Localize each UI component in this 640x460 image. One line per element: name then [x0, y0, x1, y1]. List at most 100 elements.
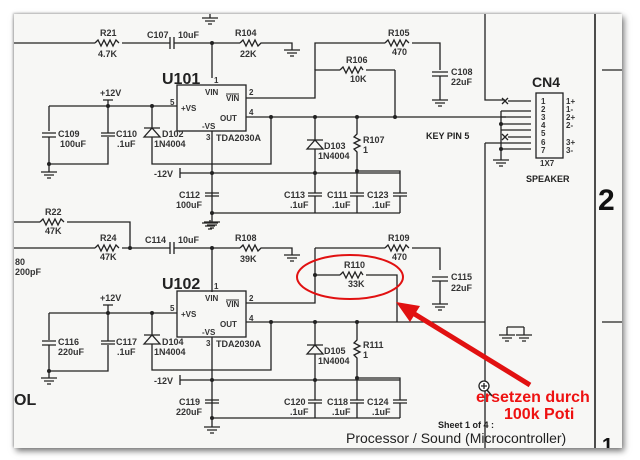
cn4-ref: CN4 [532, 74, 560, 90]
r24-label: R24 [100, 233, 117, 243]
u101-pin-out: OUT [220, 114, 237, 123]
d104-label: D104 [162, 337, 184, 347]
cn4-name: SPEAKER [526, 174, 570, 184]
c112-label: C112 [179, 190, 200, 200]
left-cap-fragment-label: 80 [15, 257, 25, 267]
annotation-line1: ersetzen durch [476, 389, 590, 406]
cn4-signal-3: 2+ [566, 113, 575, 122]
u101-supply-neg: -12V [154, 169, 173, 179]
r107-value: 1 [363, 145, 368, 155]
r106-label: R106 [346, 55, 368, 65]
cn4-pin-3: 3 [541, 113, 546, 122]
d105-value: 1N4004 [318, 356, 350, 366]
c120-value: .1uF [290, 407, 309, 417]
r109-label: R109 [388, 233, 410, 243]
cn4-pin-7: 7 [541, 146, 546, 155]
c114-label: C114 [145, 235, 166, 245]
annotation-arrow-shaft [406, 307, 532, 388]
c110-label: C110 [116, 129, 137, 139]
r105-label: R105 [388, 28, 410, 38]
u101-pin-1: 1 [214, 76, 219, 85]
c107-value: 10uF [178, 30, 200, 40]
r107-label: R107 [363, 135, 385, 145]
c115-value: 22uF [451, 283, 473, 293]
c119-value: 220uF [176, 407, 203, 417]
r108-label: R108 [235, 233, 257, 243]
r110-value: 33K [348, 279, 365, 289]
left-edge-fragment: OL [14, 392, 36, 409]
red-annotation: ersetzen durch 100k Poti [296, 254, 590, 423]
c111-value: .1uF [332, 200, 351, 210]
c116-value: 220uF [58, 347, 85, 357]
r110-label: R110 [344, 260, 365, 270]
r21-value: 4.7K [98, 49, 118, 59]
left-cap-fragment-value: 200pF [15, 267, 42, 277]
u102-pin-vs-neg: -VS [202, 328, 216, 337]
r108-value: 39K [240, 254, 257, 264]
c118-label: C118 [327, 397, 348, 407]
annotation-arrow-head [396, 302, 420, 322]
r104-value: 22K [240, 49, 257, 59]
sheet-label: Sheet 1 of 4 : [438, 420, 494, 430]
c109-value: 100uF [60, 139, 87, 149]
c113-label: C113 [284, 190, 305, 200]
d102-value: 1N4004 [154, 139, 186, 149]
c115-label: C115 [451, 272, 472, 282]
c124-value: .1uF [372, 407, 391, 417]
c123-label: C123 [367, 190, 389, 200]
u101-pin-vs-pos: +VS [181, 104, 197, 113]
u101-ref: U101 [162, 71, 200, 88]
c114-value: 10uF [178, 235, 200, 245]
cn4-pin-1: 1 [541, 97, 546, 106]
cn4-signal-2: 1- [566, 105, 573, 114]
cn4-type: 1X7 [540, 159, 555, 168]
c116-label: C116 [58, 337, 79, 347]
cn4-signal-1: 1+ [566, 97, 575, 106]
r104-label: R104 [235, 28, 257, 38]
c117-value: .1uF [117, 347, 136, 357]
r111-value: 1 [363, 350, 368, 360]
sheet-title: Processor / Sound (Microcontroller) [346, 430, 566, 446]
cn4-pin-4: 4 [541, 121, 546, 130]
u102-part: TDA2030A [216, 339, 262, 349]
title-block: 2 1 Sheet 1 of 4 : Processor / Sound (Mi… [346, 14, 622, 448]
c107-label: C107 [147, 30, 169, 40]
u101-pin-3: 3 [206, 133, 211, 142]
u101-pin-2: 2 [249, 88, 254, 97]
cn4-signal-4: 2- [566, 121, 573, 130]
c118-value: .1uF [332, 407, 351, 417]
d105-label: D105 [324, 346, 346, 356]
c124-label: C124 [367, 397, 389, 407]
r111-label: R111 [363, 340, 384, 350]
u102-pin-out: OUT [220, 320, 237, 329]
cn4-key-pin-label: KEY PIN 5 [426, 131, 469, 141]
resistor-r110 [339, 270, 364, 280]
r105-value: 470 [392, 47, 407, 57]
r22-label: R22 [45, 207, 62, 217]
c109-label: C109 [58, 129, 80, 139]
channel-1: R21 4.7K C107 10uF R104 22K U101 VIN VIN… [14, 14, 506, 229]
c108-label: C108 [451, 67, 473, 77]
c113-value: .1uF [290, 200, 309, 210]
u102-pin-3: 3 [206, 339, 211, 348]
u102-pin-4: 4 [249, 314, 254, 323]
u102-pin-1: 1 [214, 282, 219, 291]
channel-2: R22 47K R24 47K 80 200pF C114 10uF R108 … [14, 207, 532, 434]
r22-value: 47K [45, 226, 62, 236]
u101-pin-vin-inv: VIN [226, 94, 240, 103]
section-number: 2 [598, 184, 615, 217]
u101-supply-pos: +12V [100, 88, 121, 98]
cn4-pin-2: 2 [541, 105, 546, 114]
c111-label: C111 [327, 190, 348, 200]
c120-label: C120 [284, 397, 306, 407]
c108-value: 22uF [451, 77, 473, 87]
r21-label: R21 [100, 28, 117, 38]
d104-value: 1N4004 [154, 347, 186, 357]
u101-pin-vs-neg: -VS [202, 122, 216, 131]
u101-pin-vin: VIN [205, 88, 219, 97]
u102-ref: U102 [162, 276, 200, 293]
c112-value: 100uF [176, 200, 203, 210]
u102-pin-vin: VIN [205, 294, 219, 303]
cn4-signal-6: 3+ [566, 138, 575, 147]
r24-value: 47K [100, 252, 117, 262]
